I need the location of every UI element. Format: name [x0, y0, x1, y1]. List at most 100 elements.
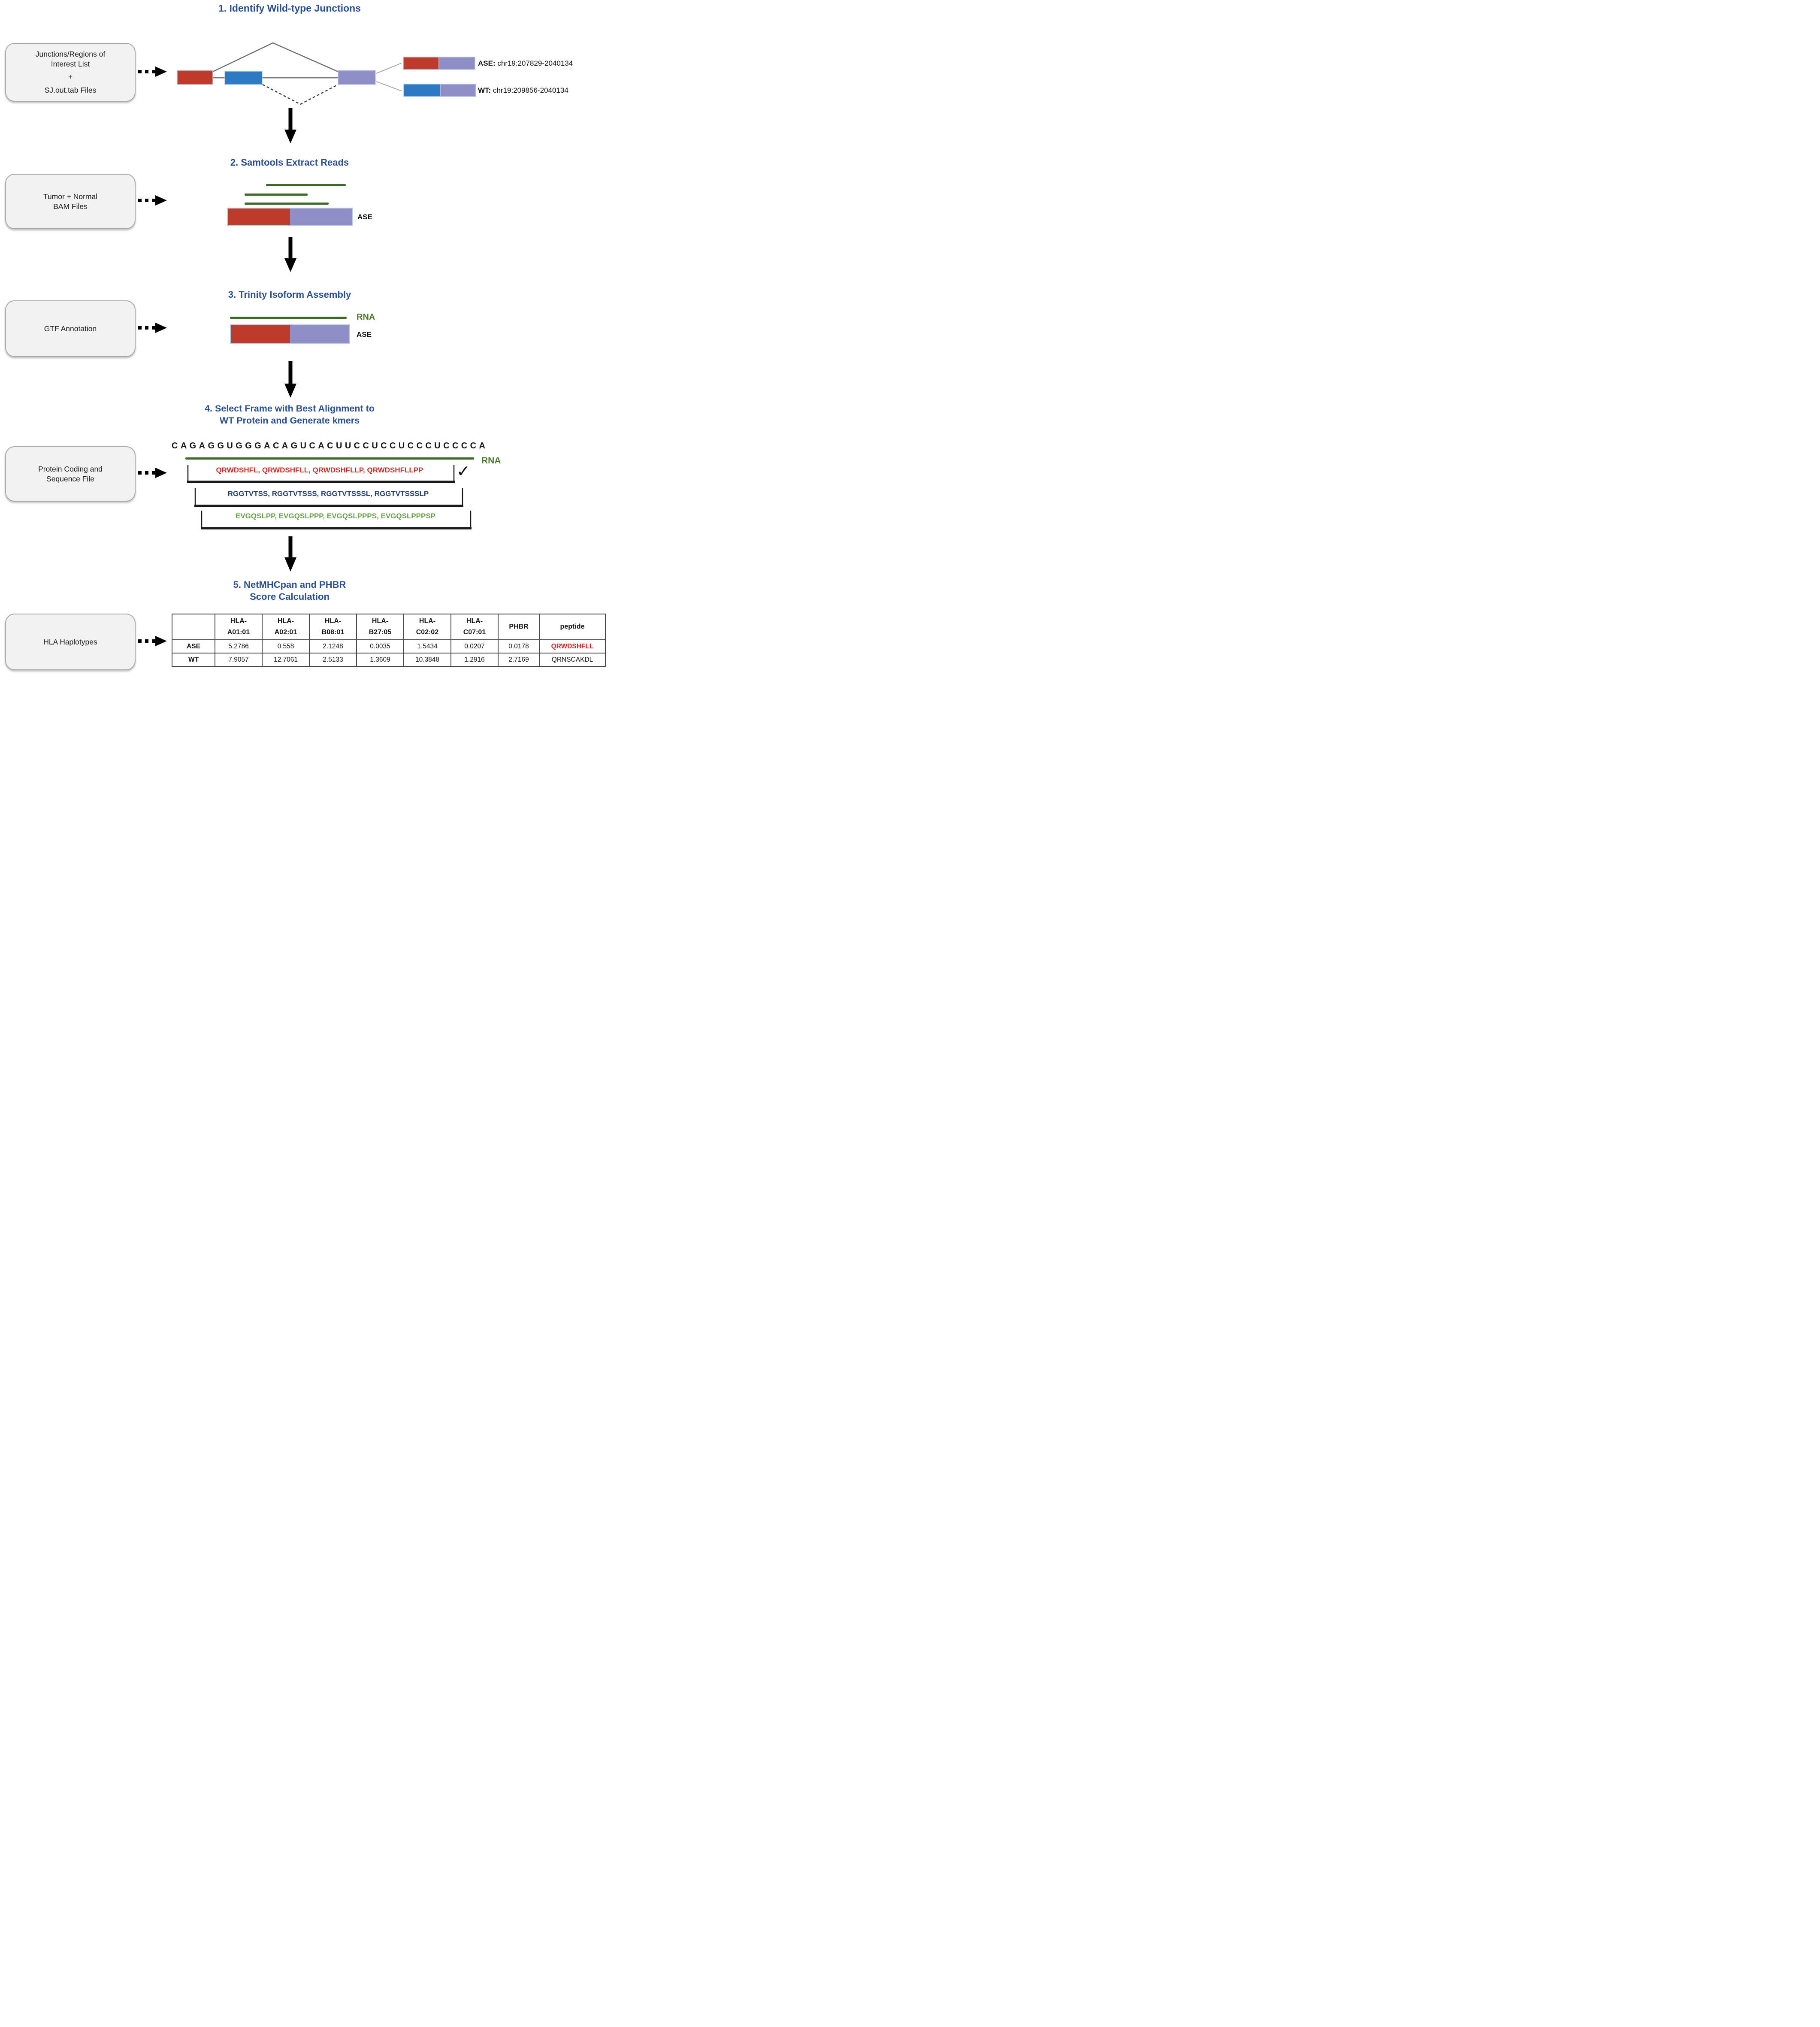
- step2-ase-label: ASE: [357, 213, 372, 221]
- table-header-cell: HLA- A02:01: [262, 614, 310, 640]
- header-line: HLA-: [277, 617, 294, 625]
- table-cell: 0.0207: [450, 639, 499, 653]
- read-line-3: [245, 203, 329, 205]
- plus-sign: +: [68, 72, 73, 81]
- fan-line-bottom: [376, 81, 402, 91]
- rna-sequence: CAGAGGUGGGACAGUCACUUCCUCCUCCCUCCCCA: [172, 441, 488, 451]
- header-line: A01:01: [227, 629, 250, 636]
- step4-rna-line: [185, 457, 474, 460]
- exon-blue: [224, 71, 263, 85]
- table-cell: 0.0178: [498, 639, 540, 653]
- pipeline-figure: 1. Identify Wild-type Junctions Junction…: [0, 0, 607, 676]
- wt-bar-blue-segment: [403, 84, 441, 97]
- phbr-score-table: HLA- A01:01 HLA- A02:01 HLA- B08:01 HLA- B27…: [172, 614, 606, 667]
- table-cell: 1.2916: [450, 653, 499, 667]
- ase-junction-label: ASE: chr19:207829-2040134: [478, 59, 573, 68]
- table-header-cell-phbr: PHBR: [498, 614, 540, 640]
- input-box-junctions: Junctions/Regions of Interest List + SJ.…: [5, 43, 136, 102]
- step4-rna-label: RNA: [481, 456, 501, 466]
- header-line: C07:01: [463, 629, 486, 636]
- header-line: B08:01: [321, 629, 345, 636]
- dashed-arrow-box1: [138, 67, 167, 77]
- table-cell: 10.3848: [403, 653, 451, 667]
- wt-coords: chr19:209856-2040134: [493, 86, 568, 94]
- table-cell: 0.0035: [356, 639, 404, 653]
- table-cell: 12.7061: [262, 653, 310, 667]
- box-line: Sequence File: [46, 474, 94, 483]
- peptide-cell-wt: QRNSCAKDL: [539, 653, 606, 667]
- header-line: A02:01: [274, 629, 297, 636]
- step3-rna-label: RNA: [357, 312, 375, 322]
- header-line: B27:05: [369, 629, 392, 636]
- dashed-arrow-box4: [138, 468, 167, 478]
- table-header-cell: HLA- C02:02: [403, 614, 451, 640]
- header-line: HLA-: [419, 617, 436, 625]
- table-header-cell-peptide: peptide: [539, 614, 606, 640]
- step5-title-line1: 5. NetMHCpan and PHBR: [233, 579, 346, 590]
- fan-line-top: [376, 63, 402, 74]
- wt-junction-label: WT: chr19:209856-2040134: [478, 86, 568, 95]
- table-header-row: HLA- A01:01 HLA- A02:01 HLA- B08:01 HLA- B27…: [172, 614, 606, 640]
- table-header-cell: HLA- B08:01: [309, 614, 357, 640]
- step5-title-line2: Score Calculation: [250, 591, 330, 602]
- step3-title: 3. Trinity Isoform Assembly: [228, 289, 351, 300]
- input-box-bam-files: Tumor + Normal BAM Files: [5, 174, 136, 229]
- wt-prefix: WT:: [478, 86, 491, 94]
- row-label: WT: [172, 653, 215, 667]
- box-line: Interest List: [51, 59, 90, 68]
- table-header-cell-empty: [172, 614, 215, 640]
- diagram-shapes: [138, 42, 476, 646]
- read-line-1: [266, 184, 346, 186]
- wt-bar-purple-segment: [440, 84, 476, 97]
- down-arrow-2: [284, 237, 296, 272]
- box-line: HLA Haplotypes: [43, 637, 97, 646]
- step3-rna-line: [230, 317, 347, 319]
- header-line: C02:02: [416, 629, 439, 636]
- checkmark-icon: ✓: [457, 463, 470, 481]
- ase-bar-purple-segment: [438, 57, 475, 70]
- header-line: HLA-: [324, 617, 342, 625]
- table-cell: 2.7169: [498, 653, 540, 667]
- box-line: SJ.out.tab Files: [44, 86, 97, 95]
- step2-title: 2. Samtools Extract Reads: [230, 157, 349, 168]
- exon-red: [177, 70, 213, 85]
- kmer-row-frame3: EVGQSLPP, EVGQSLPPP, EVGQSLPPPS, EVGQSLP…: [235, 512, 436, 520]
- box-line: GTF Annotation: [44, 324, 97, 333]
- table-cell: 1.3609: [356, 653, 404, 667]
- box-line: Junctions/Regions of: [35, 50, 106, 58]
- table-cell: 5.2786: [215, 639, 263, 653]
- table-row-ase: ASE 5.2786 0.558 2.1248 0.0035 1.5434 0.…: [172, 639, 606, 653]
- step1-title: 1. Identify Wild-type Junctions: [218, 3, 361, 14]
- box-line: Protein Coding and: [38, 464, 103, 473]
- down-arrow-1: [284, 108, 296, 143]
- table-header-cell: HLA- C07:01: [450, 614, 499, 640]
- table-cell: 2.1248: [309, 639, 357, 653]
- step4-title-line2: WT Protein and Generate kmers: [219, 415, 360, 426]
- exon-purple: [338, 70, 376, 85]
- step4-title-line1: 4. Select Frame with Best Alignment to: [205, 403, 375, 414]
- table-cell: 7.9057: [215, 653, 263, 667]
- header-line: HLA-: [466, 617, 483, 625]
- table-cell: 1.5434: [403, 639, 451, 653]
- input-box-hla-haplotypes: HLA Haplotypes: [5, 614, 136, 670]
- input-box-protein-coding: Protein Coding and Sequence File: [5, 446, 136, 502]
- ase-prefix: ASE:: [478, 59, 496, 67]
- table-header-cell: HLA- B27:05: [356, 614, 404, 640]
- down-arrow-3: [284, 361, 296, 398]
- table-cell: 0.558: [262, 639, 310, 653]
- dashed-arrow-box3: [138, 323, 167, 333]
- step2-ase-bar-purple: [290, 209, 352, 225]
- kmer-row-frame2: RGGTVTSS, RGGTVTSSS, RGGTVTSSSL, RGGTVTS…: [227, 490, 429, 498]
- step3-ase-bar-purple: [290, 325, 349, 343]
- box-line: Tumor + Normal: [43, 192, 98, 201]
- peptide-cell-ase: QRWDSHFLL: [539, 639, 606, 653]
- header-line: HLA-: [230, 617, 247, 625]
- box-line: BAM Files: [53, 202, 88, 211]
- header-line: HLA-: [372, 617, 389, 625]
- step3-ase-label: ASE: [357, 330, 372, 339]
- ase-bar-red-segment: [403, 57, 439, 70]
- read-line-2: [245, 194, 308, 196]
- row-label: ASE: [172, 639, 215, 653]
- table-cell: 2.5133: [309, 653, 357, 667]
- down-arrow-4: [284, 536, 296, 572]
